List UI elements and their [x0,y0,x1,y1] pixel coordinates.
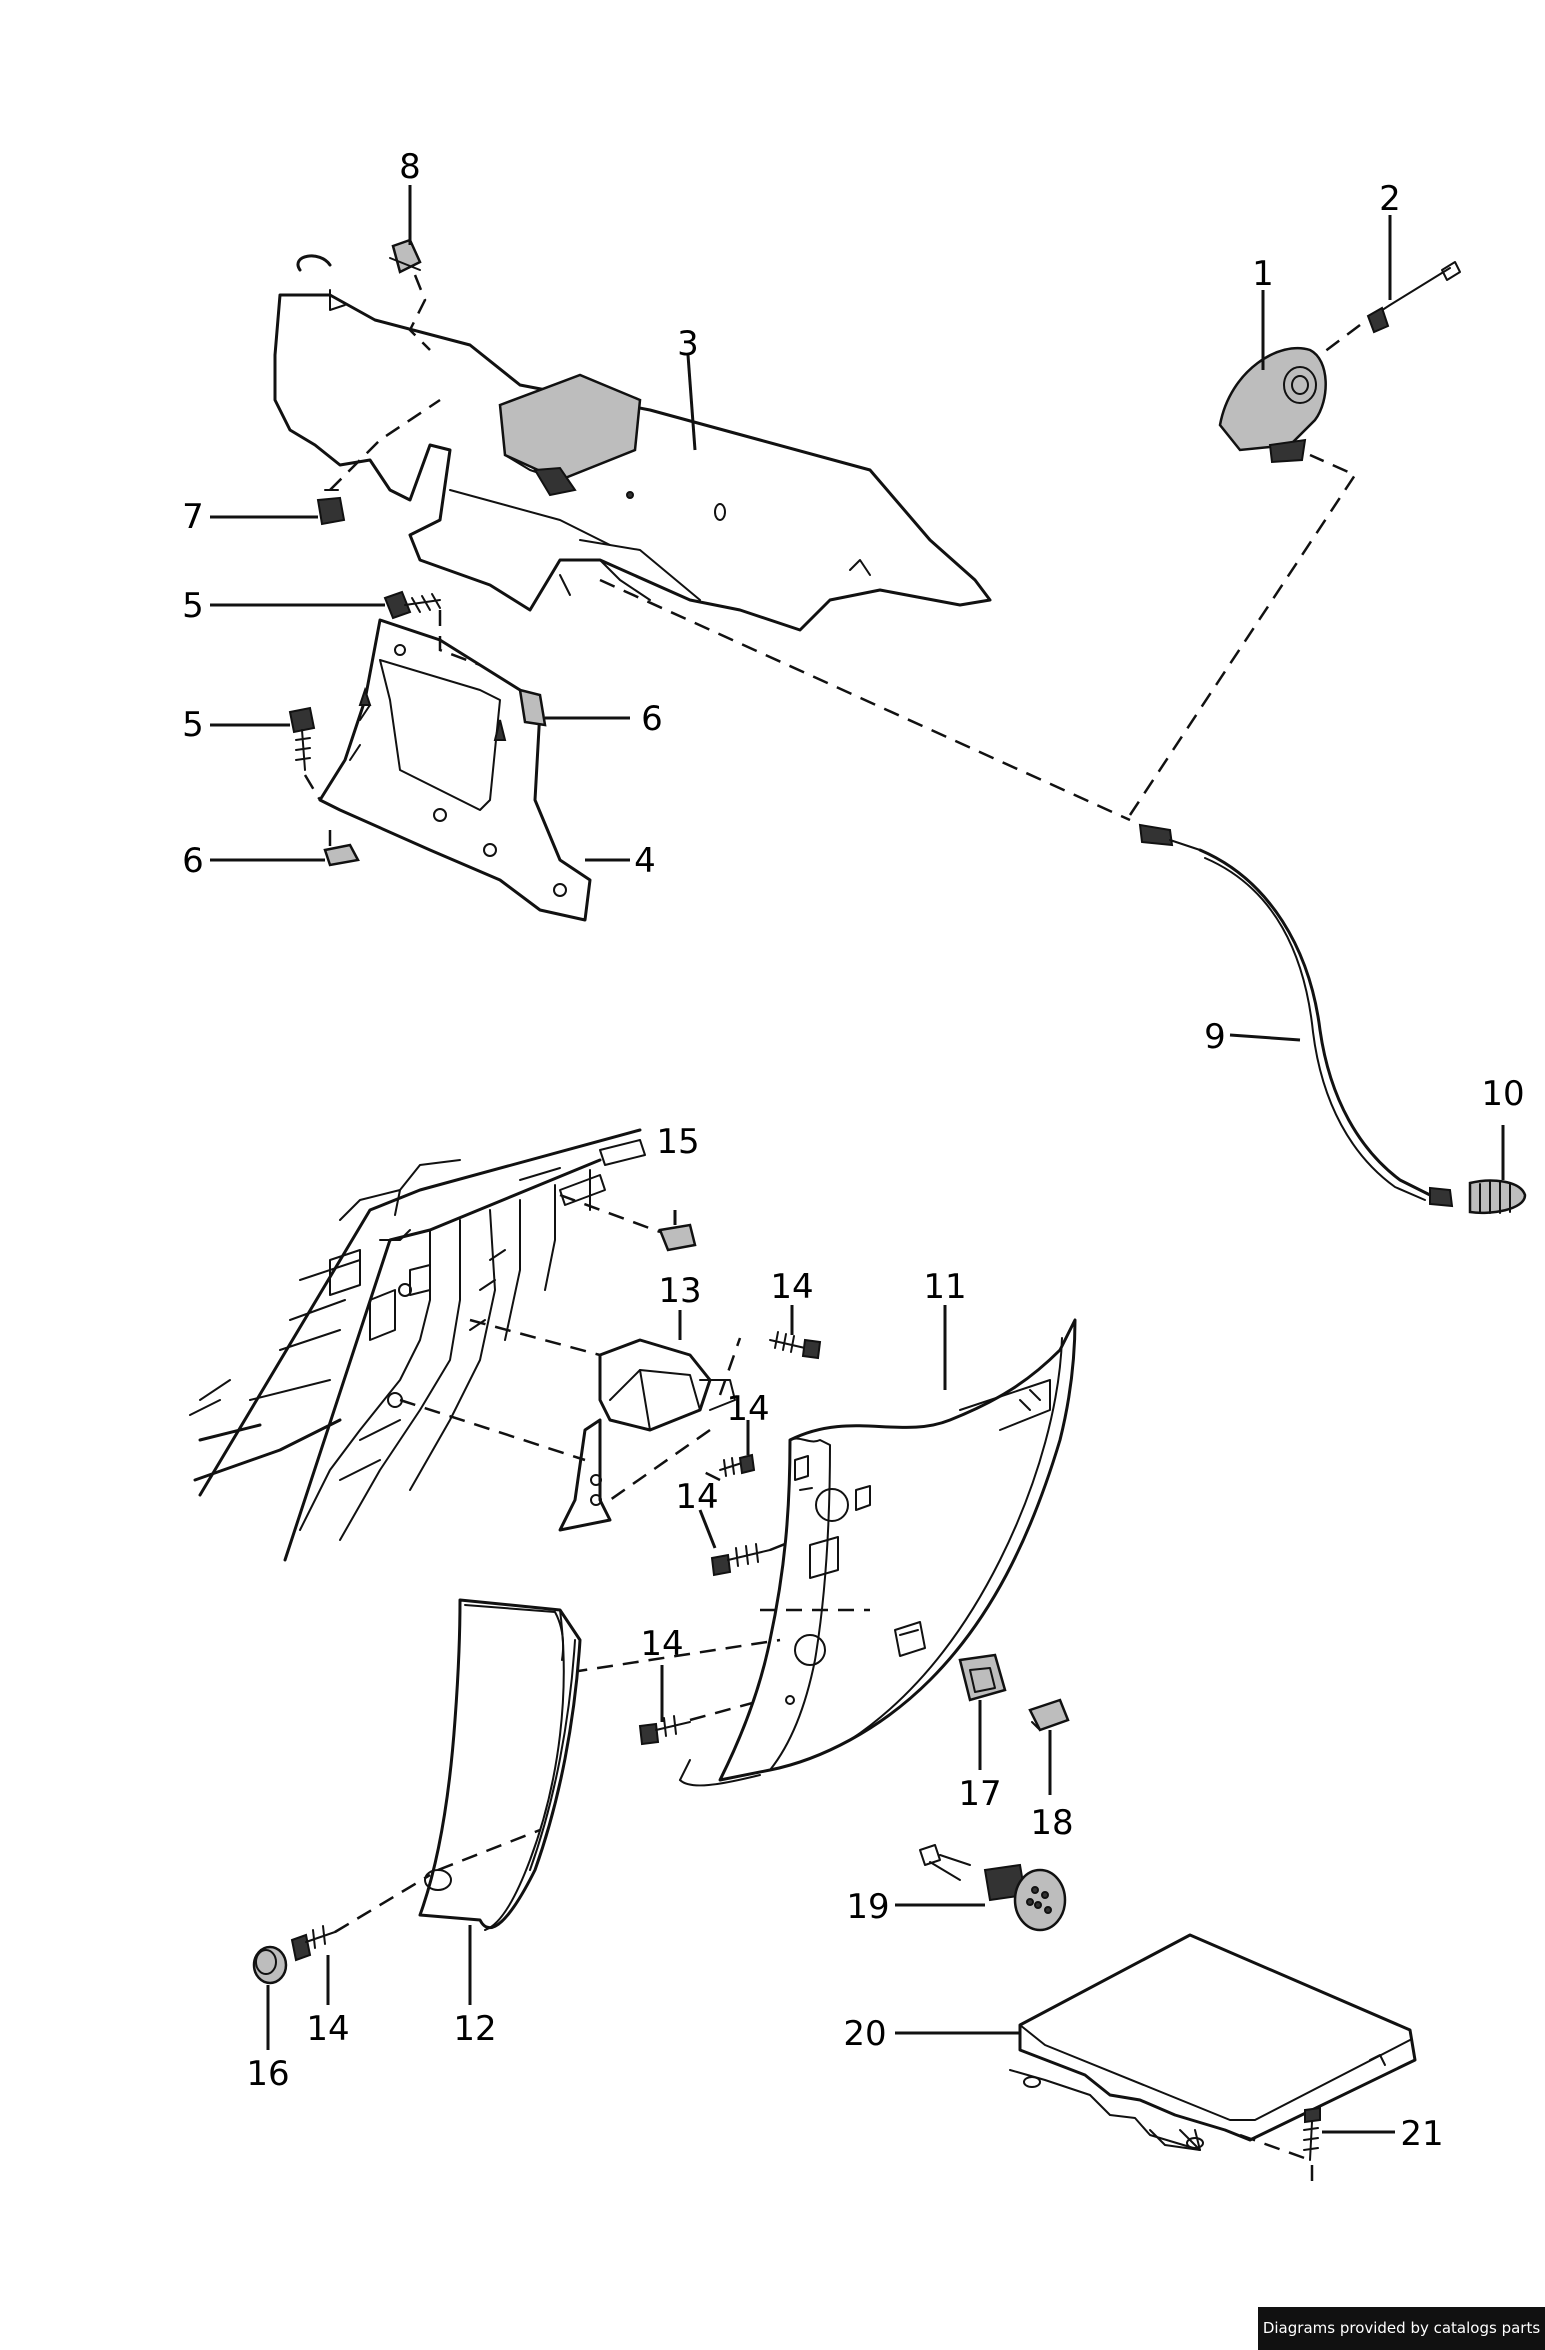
part-11-glove-box-housing [519,1318,1077,1787]
callout-5-upper: 5 [182,586,204,626]
callout-9: 9 [1204,1017,1226,1057]
callout-20: 20 [843,2014,886,2054]
callout-4: 4 [634,841,656,881]
credit-banner: Diagrams provided by catalogs parts [1258,2307,1545,2350]
callout-14-c: 14 [675,1477,718,1517]
part-8-clip [389,238,431,351]
callout-14-b: 14 [726,1389,769,1429]
part-3-carrier-panel [273,254,992,632]
dashboard-frame [189,1128,646,1562]
part-12-glove-box-lid [418,1598,582,1931]
part-6-clips [323,688,547,867]
callout-3: 3 [677,324,699,364]
part-16-cap [252,1945,288,1985]
part-17-switch [958,1653,1007,1702]
callout-labels: 1 2 3 4 5 5 6 6 7 8 9 10 11 12 13 14 14 … [182,147,1524,2154]
callout-1: 1 [1252,254,1274,294]
callout-2: 2 [1379,179,1401,219]
callout-14-e: 14 [306,2009,349,2049]
leader-lines [210,185,1505,2134]
part-10-cable-connector [1429,1179,1527,1215]
callout-6-upper: 6 [641,699,663,739]
part-7-bolt [316,398,441,526]
part-18-cap [1028,1698,1070,1732]
part-1-antenna-base [1218,346,1327,464]
callout-17: 17 [958,1774,1001,1814]
part-5-bolts [288,590,481,801]
part-20-cover-plate [1009,1933,1417,2162]
part-21-screw [1303,2106,1321,2185]
part-13-lock-bracket [399,1318,736,1532]
part-2-antenna-mast [1319,261,1461,356]
part-9-antenna-cable [599,453,1432,1201]
callout-6-lower: 6 [182,841,204,881]
callout-13: 13 [658,1271,701,1311]
callout-8: 8 [399,147,421,187]
callout-12: 12 [453,2009,496,2049]
callout-16: 16 [246,2054,289,2094]
callout-14-a: 14 [770,1267,813,1307]
part-15-clip [559,1193,697,1252]
callout-11: 11 [923,1267,966,1307]
callout-15: 15 [656,1122,699,1162]
part-4-mounting-bracket [318,618,592,922]
callout-19: 19 [846,1887,889,1927]
callout-7: 7 [182,497,204,537]
callout-18: 18 [1030,1803,1073,1843]
callout-10: 10 [1481,1074,1524,1114]
callout-14-d: 14 [640,1624,683,1664]
part-19-lamp [919,1844,1067,1932]
callout-21: 21 [1400,2114,1443,2154]
callout-5-lower: 5 [182,705,204,745]
